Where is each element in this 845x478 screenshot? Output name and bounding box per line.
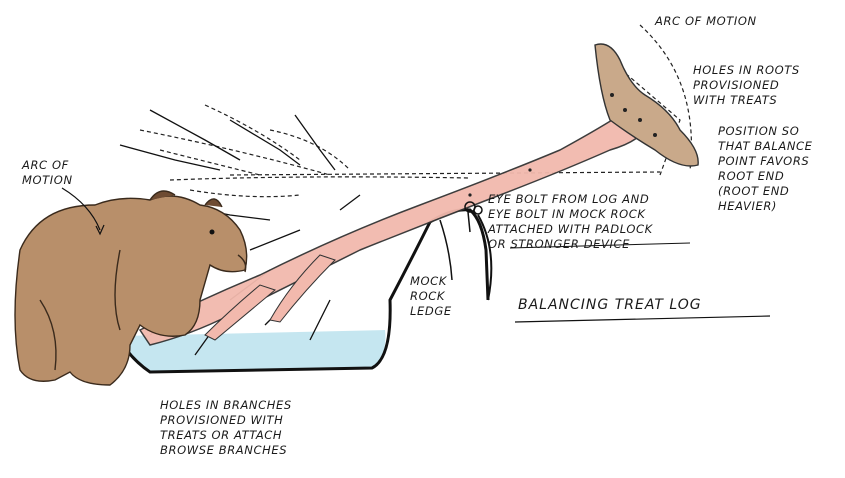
label-eye-bolt: EYE BOLT FROM LOG AND EYE BOLT IN MOCK R… — [488, 192, 653, 252]
label-line: MOTION — [22, 173, 73, 188]
diagram-title: BALANCING TREAT LOG — [518, 298, 702, 313]
label-line: BROWSE BRANCHES — [160, 443, 292, 458]
mock-rock-ledge — [440, 220, 452, 280]
label-line: (ROOT END — [718, 184, 813, 199]
label-line: ROCK — [410, 289, 452, 304]
label-line: PROVISIONED WITH — [160, 413, 292, 428]
label-line: HOLES IN BRANCHES — [160, 398, 292, 413]
label-line: ARC OF — [22, 158, 73, 173]
label-line: POINT FAVORS — [718, 154, 813, 169]
label-line: EYE BOLT IN MOCK ROCK — [488, 207, 653, 222]
label-mock-rock-ledge: MOCK ROCK LEDGE — [410, 274, 452, 319]
label-line: LEDGE — [410, 304, 452, 319]
label-line: THAT BALANCE — [718, 139, 813, 154]
label-line: HEAVIER) — [718, 199, 813, 214]
label-arc-of-motion-left: ARC OF MOTION — [22, 158, 73, 188]
label-line: ROOT END — [718, 169, 813, 184]
title-underline — [515, 316, 770, 322]
label-line: POSITION SO — [718, 124, 813, 139]
label-holes-in-branches: HOLES IN BRANCHES PROVISIONED WITH TREAT… — [160, 398, 292, 458]
label-line: MOCK — [410, 274, 452, 289]
label-line: ATTACHED WITH PADLOCK — [488, 222, 653, 237]
label-line: WITH TREATS — [693, 93, 800, 108]
label-position-balance: POSITION SO THAT BALANCE POINT FAVORS RO… — [718, 124, 813, 214]
label-holes-in-roots: HOLES IN ROOTS PROVISIONED WITH TREATS — [693, 63, 800, 108]
label-line: EYE BOLT FROM LOG AND — [488, 192, 653, 207]
label-line: TREATS OR ATTACH — [160, 428, 292, 443]
label-line: PROVISIONED — [693, 78, 800, 93]
label-line: HOLES IN ROOTS — [693, 63, 800, 78]
label-arc-of-motion-top: ARC OF MOTION — [655, 14, 757, 29]
label-line: OR STRONGER DEVICE — [488, 237, 653, 252]
